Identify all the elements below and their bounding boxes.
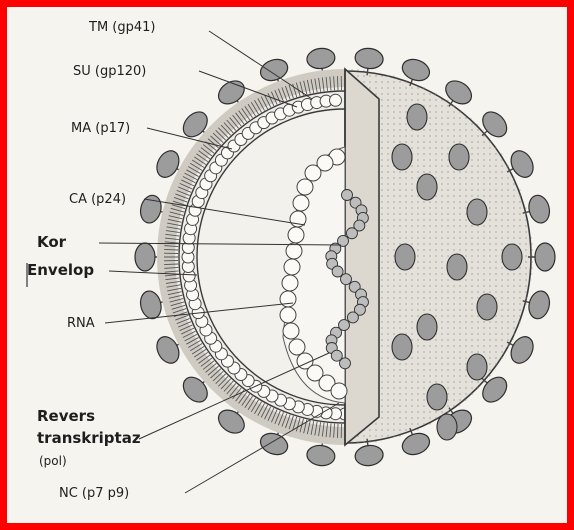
label-envelop: Envelop bbox=[27, 261, 94, 279]
knob bbox=[138, 289, 164, 321]
knob bbox=[354, 444, 384, 467]
matrix-bead bbox=[330, 94, 342, 106]
knob bbox=[138, 193, 164, 225]
rna-bead bbox=[342, 190, 353, 201]
label-ca: CA (p24) bbox=[69, 192, 126, 207]
capsid-bead bbox=[286, 243, 302, 259]
knob bbox=[437, 414, 457, 440]
label-su: SU (gp120) bbox=[73, 64, 146, 79]
knob bbox=[526, 193, 552, 225]
capsid-bead bbox=[331, 383, 347, 399]
knob bbox=[467, 199, 487, 225]
capsid-bead bbox=[288, 227, 304, 243]
capsid-bead bbox=[297, 179, 313, 195]
knob bbox=[417, 314, 437, 340]
knob bbox=[447, 254, 467, 280]
label-tm: TM (gp41) bbox=[88, 20, 155, 35]
capsid-bead bbox=[282, 275, 298, 291]
label-ma: MA (p17) bbox=[71, 121, 130, 136]
label-pol: (pol) bbox=[39, 454, 67, 468]
lipid bbox=[164, 249, 178, 250]
rna-bead bbox=[340, 274, 351, 285]
label-kor: Kor bbox=[37, 233, 67, 251]
label-rna: RNA bbox=[67, 316, 95, 331]
knob bbox=[135, 243, 155, 271]
lipid bbox=[164, 264, 178, 265]
knob bbox=[449, 144, 469, 170]
knob bbox=[526, 289, 552, 321]
label-nc: NC (p7 p9) bbox=[59, 486, 129, 501]
virus-diagram: TM (gp41) SU (gp120) MA (p17) CA (p24) K… bbox=[7, 7, 567, 523]
label-revers: Revers bbox=[37, 407, 95, 425]
knob bbox=[395, 244, 415, 270]
capsid-bead bbox=[284, 259, 300, 275]
cut-plane bbox=[345, 69, 379, 445]
knob bbox=[535, 243, 555, 271]
rna-bead bbox=[346, 228, 357, 239]
rna-bead bbox=[347, 312, 358, 323]
knob bbox=[417, 174, 437, 200]
capsid-bead bbox=[283, 323, 299, 339]
capsid-bead bbox=[293, 195, 309, 211]
capsid-bead bbox=[305, 165, 321, 181]
capsid-bead bbox=[289, 339, 305, 355]
knob bbox=[306, 47, 336, 70]
knob bbox=[427, 384, 447, 410]
rna-bead bbox=[339, 358, 350, 369]
knob bbox=[306, 444, 336, 467]
knob bbox=[407, 104, 427, 130]
label-transkriptaz: transkriptaz bbox=[37, 429, 141, 447]
lipid bbox=[337, 424, 338, 438]
knob bbox=[467, 354, 487, 380]
knob bbox=[354, 47, 384, 70]
knob bbox=[392, 334, 412, 360]
lipid bbox=[337, 76, 338, 90]
knob bbox=[392, 144, 412, 170]
capsid-bead bbox=[280, 307, 296, 323]
knob bbox=[477, 294, 497, 320]
knob bbox=[502, 244, 522, 270]
